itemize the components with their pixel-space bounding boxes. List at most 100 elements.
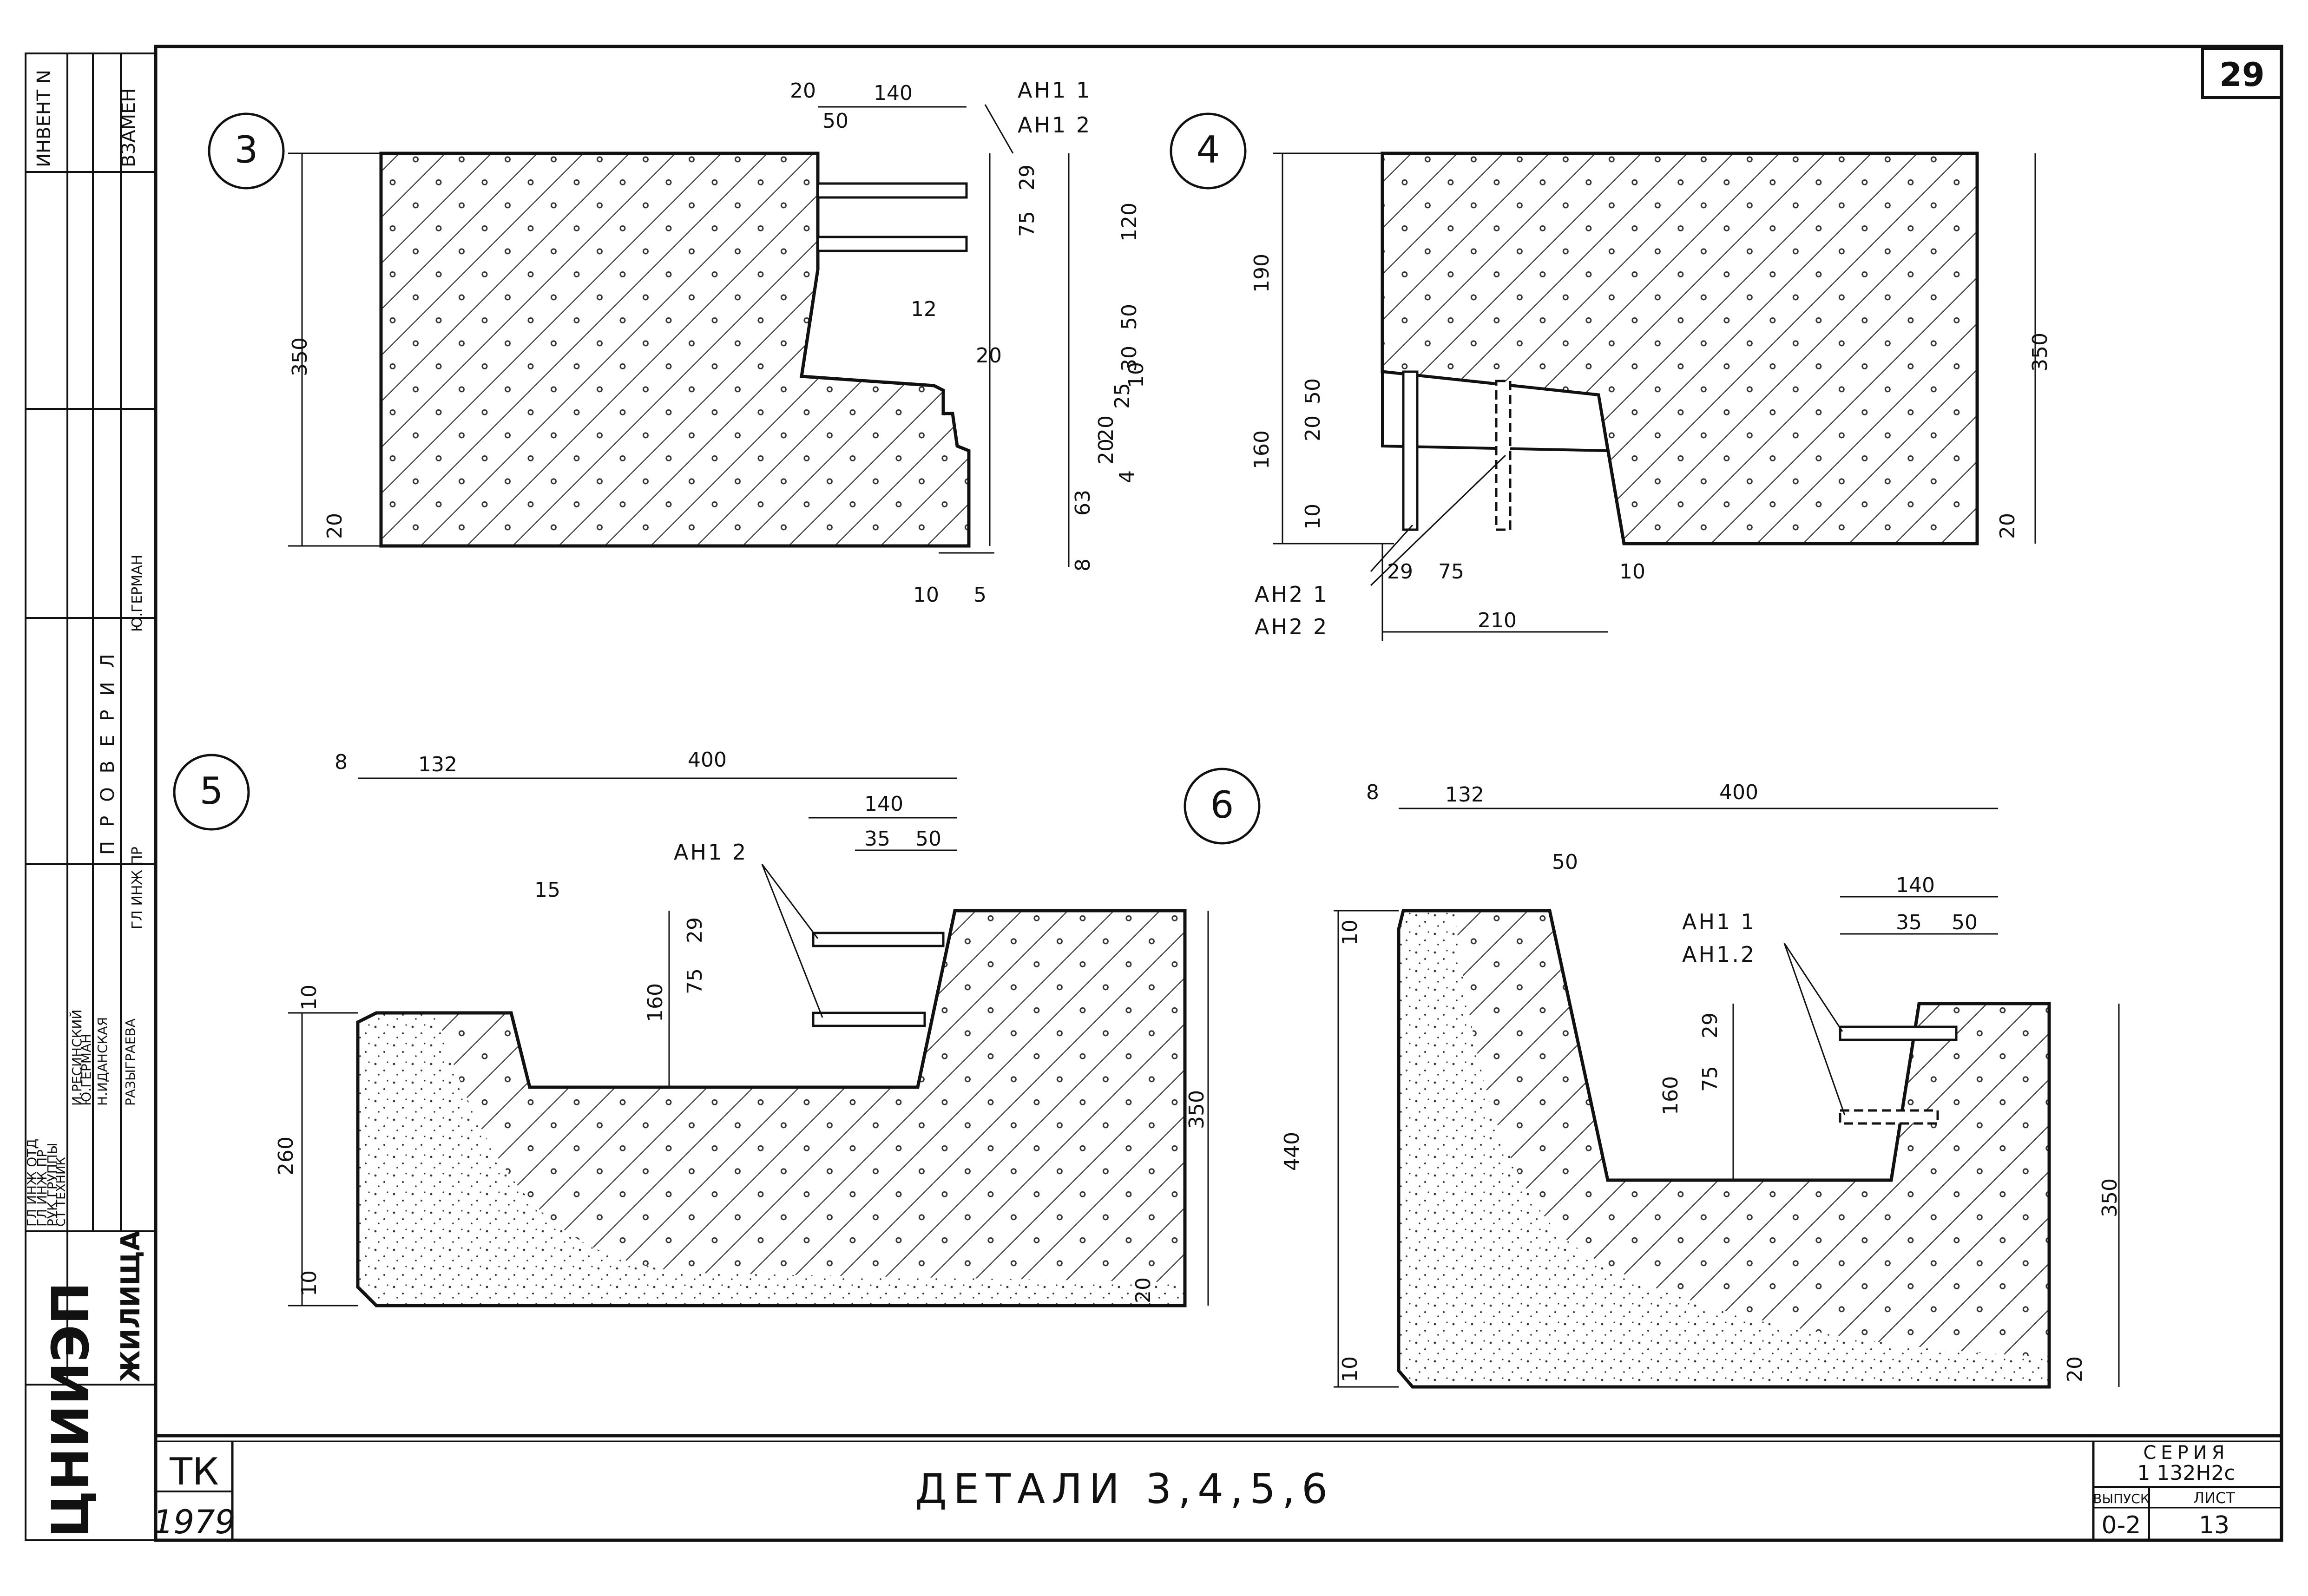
- title-block: ТК 1979 ДЕТАЛИ 3,4,5,6 СЕРИЯ 1 132H2c ВЫ…: [153, 1441, 2282, 1541]
- detail-4: 4 190 20 50 160 10 29 75 10 210 350 20 А…: [1170, 112, 2052, 641]
- detail-3-dim: 12: [911, 297, 937, 321]
- detail-4-dim: 10: [1301, 504, 1325, 530]
- detail-6-dim: 440: [1280, 1132, 1304, 1171]
- series-label: СЕРИЯ: [2143, 1442, 2229, 1464]
- stamp-name-2: Ю.ГЕРМАН: [79, 1034, 94, 1106]
- detail-3-section: [379, 151, 971, 548]
- detail-6-dim: 132: [1445, 783, 1484, 807]
- detail-3-dim: 63: [1071, 490, 1095, 516]
- stamp-org: ЦНИИЭП: [41, 1282, 100, 1538]
- detail-3-rebar-label: АН1 1: [1018, 78, 1092, 103]
- detail-3-dim: 25: [1111, 383, 1134, 409]
- detail-5-dim: 10: [297, 1270, 321, 1296]
- stamp-name-1: И.РЕСИНСКИЙ: [69, 1010, 85, 1106]
- detail-5-dim: 260: [274, 1136, 298, 1176]
- detail-6-dim: 50: [1552, 850, 1578, 874]
- stamp-role-4: СТ ТЕХНИК: [54, 1157, 68, 1227]
- detail-3-dim: 75: [1015, 211, 1039, 237]
- detail-3-dim: 50: [822, 109, 848, 133]
- issue-label: ВЫПУСК: [2093, 1491, 2150, 1506]
- detail-4-section: [1381, 151, 1979, 545]
- detail-3: 3 20 140 50 29 75 120 12 50 30 10 20 25 …: [208, 78, 1148, 607]
- detail-4-dim: 50: [1301, 378, 1325, 404]
- stamp-checked: ПРОВЕРИЛ: [97, 640, 118, 855]
- sheet-label: ЛИСТ: [2193, 1489, 2235, 1507]
- detail-5-dim: 15: [534, 878, 560, 902]
- detail-3-dim: 29: [1015, 164, 1039, 190]
- stamp-role-3: РУК ГРУППЫ: [45, 1143, 60, 1227]
- side-stamp: ИНВЕНТ N ВЗАМЕН ПРОВЕРИЛ ГЛ ИНЖ ПР Ю.ГЕР…: [24, 53, 157, 1541]
- detail-6-dim: 29: [1698, 1012, 1722, 1038]
- detail-3-dim: 20: [1094, 439, 1118, 465]
- sheet-value: 13: [2199, 1511, 2229, 1539]
- detail-3-dim: 350: [288, 337, 312, 376]
- detail-3-dim: 120: [1118, 203, 1141, 242]
- detail-5-rebar-label: АН1 2: [674, 840, 748, 865]
- detail-4-dim: 160: [1250, 430, 1274, 469]
- detail-6-dim: 10: [1338, 920, 1362, 946]
- stamp-checker-name: Ю.ГЕРМАН: [129, 555, 145, 632]
- title-year: 1979: [153, 1503, 236, 1541]
- detail-5-dim: 8: [335, 750, 348, 774]
- detail-5-dim: 160: [644, 983, 667, 1022]
- detail-3-dim: 8: [1071, 558, 1095, 571]
- detail-3-dim: 10: [913, 583, 939, 607]
- detail-3-dim: 140: [874, 81, 913, 105]
- detail-3-dim: 10: [1124, 362, 1148, 388]
- detail-3-dim: 30: [1118, 346, 1141, 372]
- detail-4-dim: 210: [1478, 609, 1517, 632]
- detail-3-dim: 20: [323, 513, 347, 539]
- detail-6-dim: 400: [1719, 781, 1758, 804]
- stamp-role-1: ГЛ ИНЖ ОТД: [24, 1139, 39, 1227]
- detail-5-dim: 10: [297, 985, 321, 1011]
- detail-3-dim: 20: [976, 344, 1002, 368]
- detail-4-dim: 20: [1996, 513, 2019, 539]
- detail-3-label: 3: [235, 128, 258, 171]
- detail-5-dim: 29: [683, 917, 707, 943]
- detail-5-dim: 140: [864, 792, 903, 816]
- stamp-invent: ИНВЕНТ N: [33, 70, 55, 167]
- issue-value: 0-2: [2102, 1511, 2141, 1539]
- detail-6-dim: 75: [1698, 1066, 1722, 1092]
- detail-5-label: 5: [200, 769, 224, 813]
- detail-5-dim: 132: [418, 753, 457, 776]
- stamp-name-4: РАЗЫГРАЕВА: [123, 1018, 138, 1106]
- detail-6-label: 6: [1210, 783, 1234, 827]
- detail-6-dim: 35: [1896, 911, 1922, 934]
- detail-6-dim: 10: [1338, 1356, 1362, 1382]
- detail-6-dim: 160: [1659, 1076, 1683, 1115]
- detail-4-rebar-label: АН2 1: [1255, 582, 1328, 607]
- detail-6-dim: 140: [1896, 874, 1935, 897]
- detail-3-dim: 20: [1094, 415, 1118, 441]
- stamp-role-2: ГЛ ИНЖ ПР: [34, 1149, 50, 1227]
- detail-4-dim: 350: [2028, 333, 2052, 372]
- detail-5-dim: 20: [1131, 1277, 1155, 1303]
- detail-3-dim: 20: [790, 79, 816, 103]
- stamp-checker-role: ГЛ ИНЖ ПР: [129, 847, 145, 929]
- detail-4-dim: 29: [1387, 560, 1413, 584]
- page-number-box: 29: [2201, 47, 2283, 99]
- detail-4-dim: 20: [1301, 415, 1325, 441]
- detail-6-dim: 50: [1952, 911, 1978, 934]
- detail-6-dim: 8: [1366, 781, 1379, 804]
- detail-4-dim: 190: [1250, 254, 1274, 293]
- detail-4-dim: 10: [1619, 560, 1645, 584]
- series-value: 1 132H2c: [2137, 1461, 2235, 1485]
- detail-5-dim: 35: [864, 827, 890, 851]
- detail-5-dim: 350: [1185, 1090, 1209, 1129]
- detail-3-dim: 5: [973, 583, 986, 607]
- detail-3-dim: 50: [1118, 304, 1141, 330]
- title-code: ТК: [169, 1450, 219, 1493]
- detail-4-dim: 75: [1438, 560, 1464, 584]
- detail-6-hatched-core: [1454, 911, 2049, 1357]
- stamp-org-sub: ЖИЛИЩА: [116, 1230, 146, 1382]
- stamp-name-3: Н.ИДАНСКАЯ: [95, 1017, 110, 1106]
- detail-3-rebar-label: АН1 2: [1018, 112, 1092, 138]
- detail-5-dim: 75: [683, 968, 707, 994]
- detail-4-rebar-label: АН2 2: [1255, 614, 1328, 639]
- detail-4-label: 4: [1197, 128, 1220, 171]
- sheet-title: ДЕТАЛИ 3,4,5,6: [915, 1465, 1334, 1513]
- page-number: 29: [2219, 56, 2264, 94]
- detail-5-dim: 50: [915, 827, 941, 851]
